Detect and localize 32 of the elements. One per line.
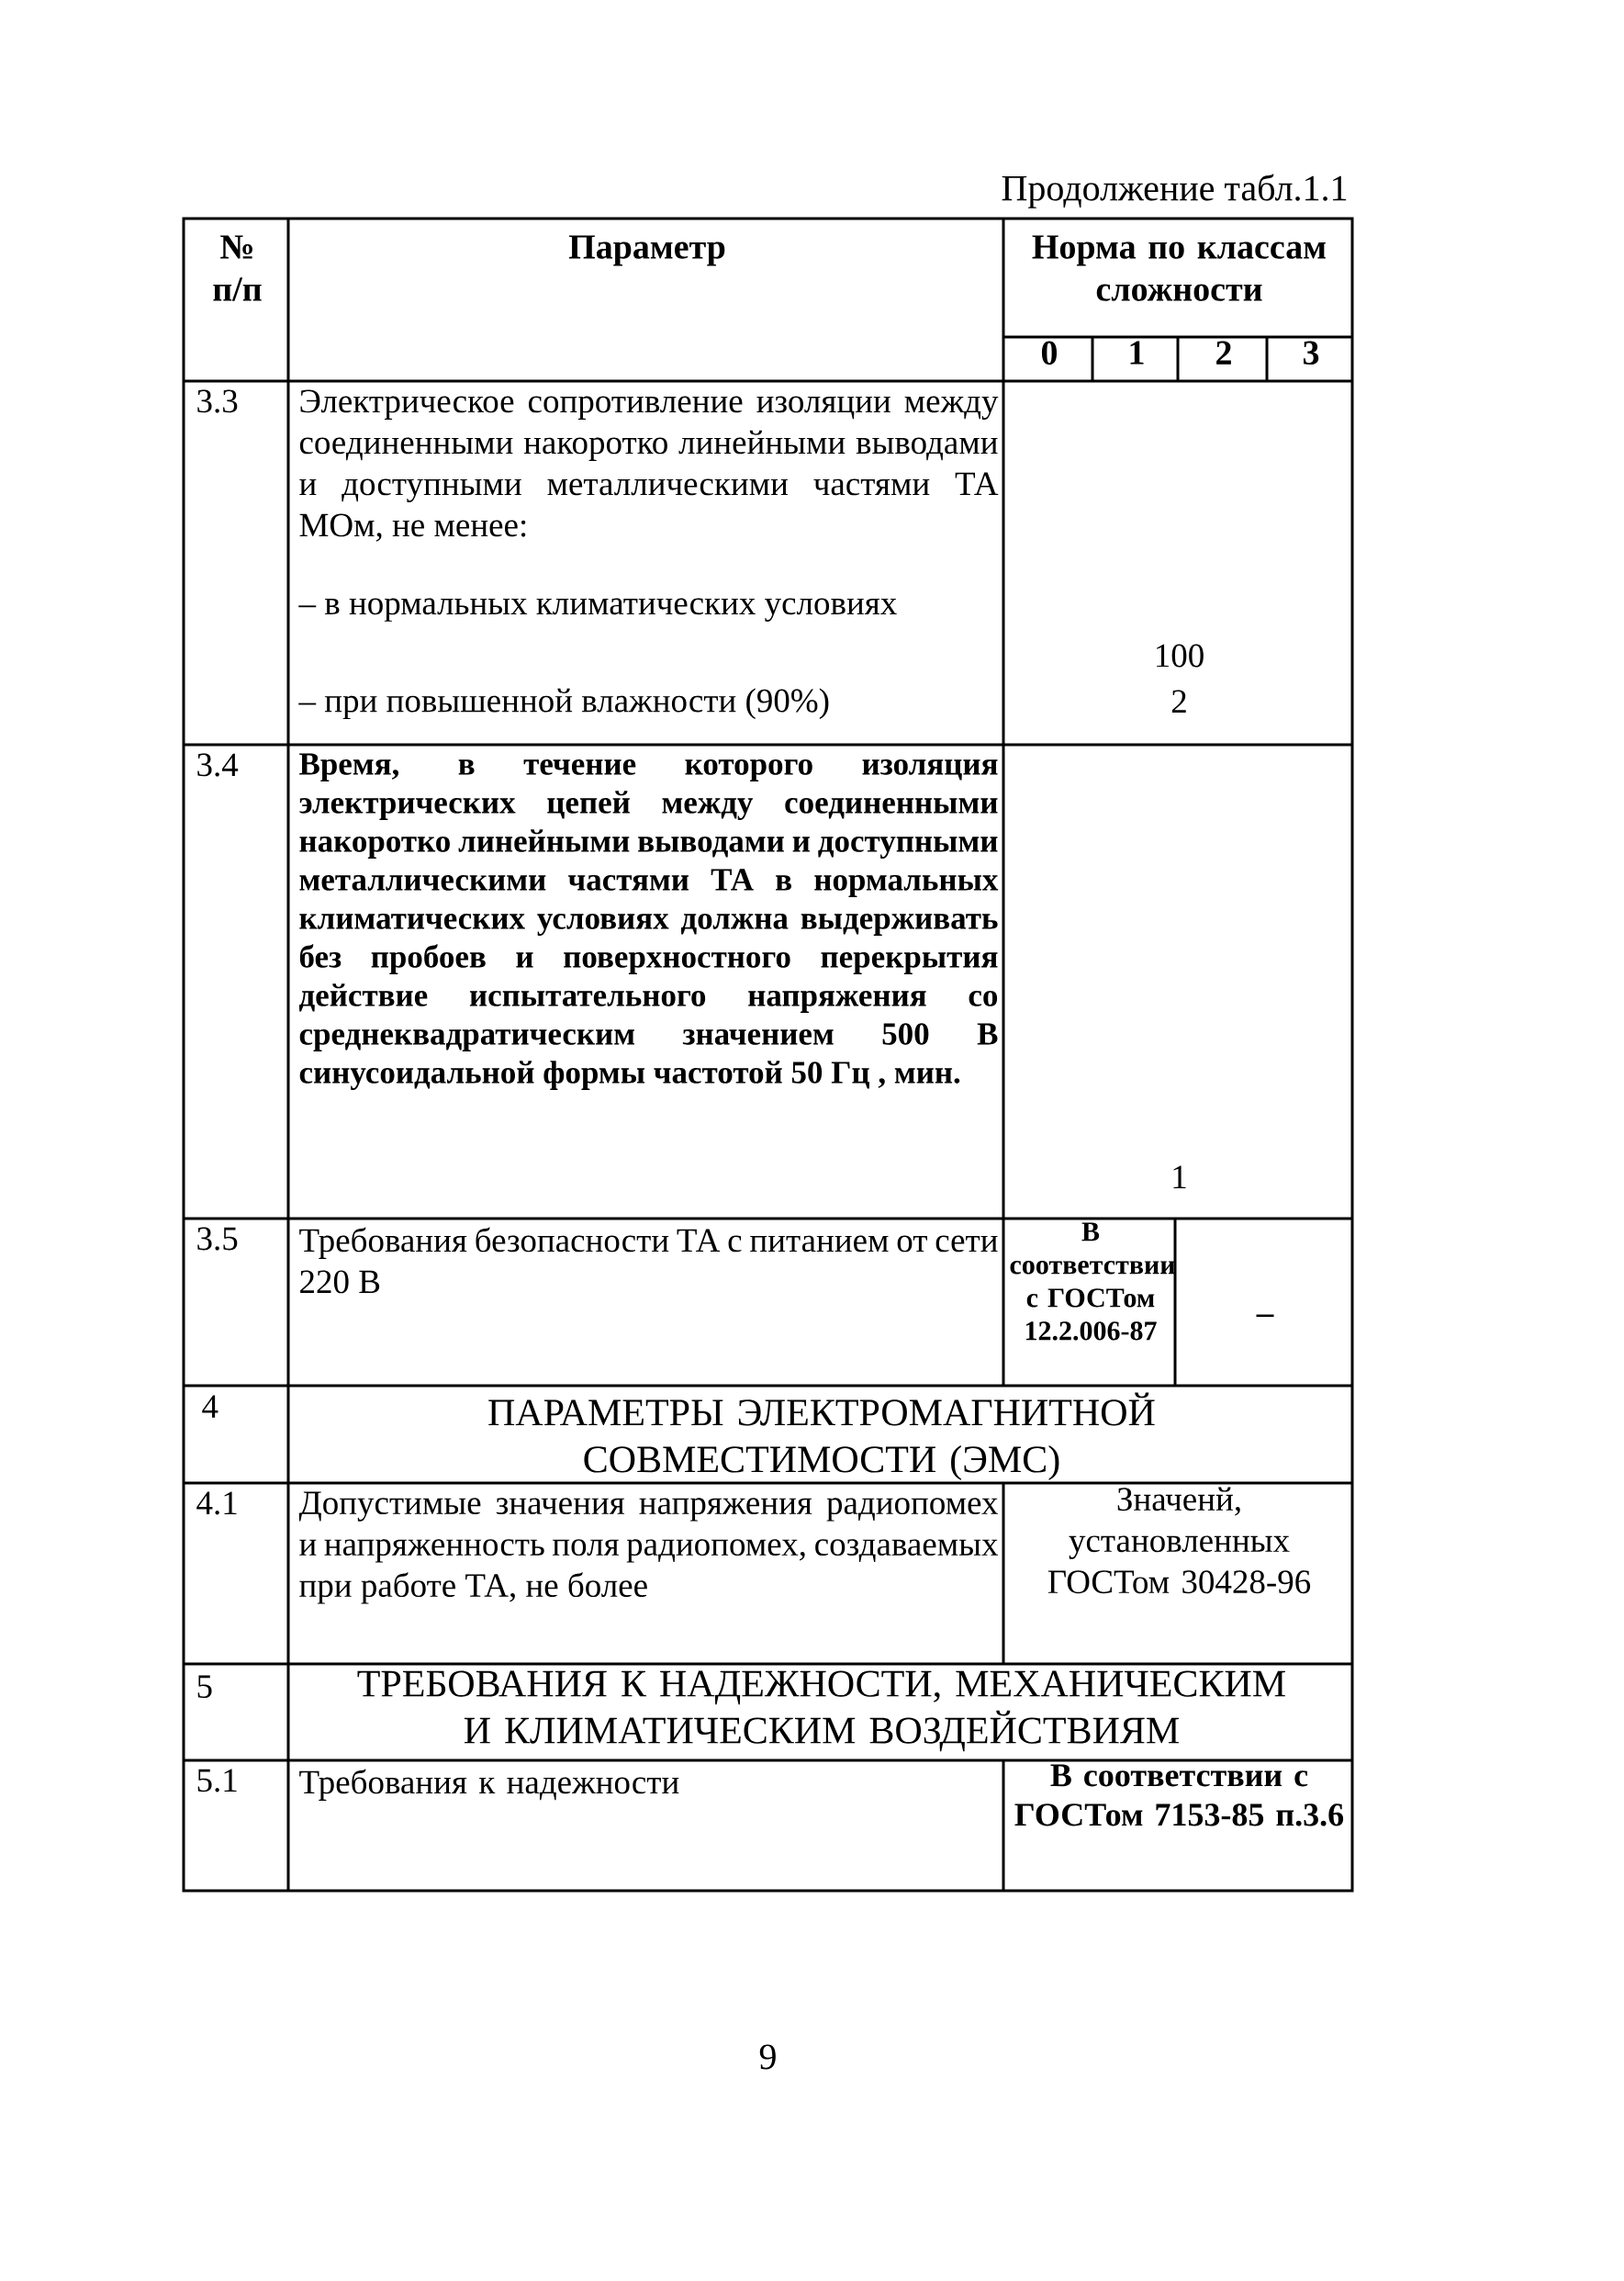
parameter-text: Требования безопасности ТА с питанием от сети 220 В (299, 1227, 998, 1294)
norm-value: Значенй, установленных ГОСТом 30428-96 (1047, 1487, 1311, 1594)
parameter-text: Допустимые значения напряжения радиопомех и напряженность поля радиопомех, создаваемых при работе ТА, не более (298, 1491, 999, 1604)
parameter-text: Время, в течение которого изоляция электрических цепей между соединенными накоротко линейными выводами и доступными металлическими частями ТА в нормальных климатических условиях должна выдерживать без пробоев и поверхностного перекрытия действие испытательного напряжения со среднеквадратическим значением 500 В синусоидальной формы частотой 50 Гц , мин. (298, 753, 999, 1090)
norm-value: В соответствии с ГОСТом 12.2.006-87 (1010, 1222, 1175, 1341)
section-heading: ТРЕБОВАНИЯ К НАДЕЖНОСТИ, МЕХАНИЧЕСКИМ И КЛИМАТИЧЕСКИМ ВОЗДЕЙСТВИЯМ (357, 1670, 1285, 1752)
column-header: 2 (1216, 341, 1231, 365)
row-number: 4 (202, 1395, 218, 1418)
parameter-text: Требования к надежности (299, 1769, 679, 1801)
column-header: 0 (1041, 341, 1058, 365)
norm-value: В соответствии с ГОСТом 7153-85 п.3.6 (1014, 1764, 1344, 1826)
column-header: Норма по классам сложности (1032, 235, 1326, 301)
parameter-text: Электрическое сопротивление изоляции между соединенными накоротко линейными выводами и доступными металлическими частями ТА МОм, не менее: (299, 389, 999, 542)
norm-value: 2 (1171, 690, 1186, 713)
norm-value: 100 (1157, 644, 1204, 668)
norm-value: 1 (1173, 1165, 1186, 1188)
column-header: № п/п (213, 235, 262, 301)
norm-value: – (1256, 1314, 1274, 1318)
page-number: 9 (759, 2044, 776, 2070)
row-number: 3.4 (197, 753, 239, 777)
section-heading: ПАРАМЕТРЫ ЭЛЕКТРОМАГНИТНОЙ СОВМЕСТИМОСТИ (ЭМС) (488, 1392, 1155, 1481)
column-header: Параметр (568, 235, 725, 266)
column-header: 1 (1130, 341, 1144, 365)
table-title: Продолжение табл.1.1 (1002, 174, 1347, 208)
row-number: 3.5 (197, 1227, 238, 1251)
parameter-text: – при повышенной влажности (90%) (298, 688, 829, 720)
row-number: 3.3 (197, 389, 238, 413)
row-number: 4.1 (196, 1491, 237, 1515)
column-header: 3 (1303, 341, 1319, 365)
row-number: 5 (197, 1675, 212, 1699)
parameter-text: – в нормальных климатических условиях (298, 598, 897, 622)
row-number: 5.1 (197, 1769, 237, 1792)
